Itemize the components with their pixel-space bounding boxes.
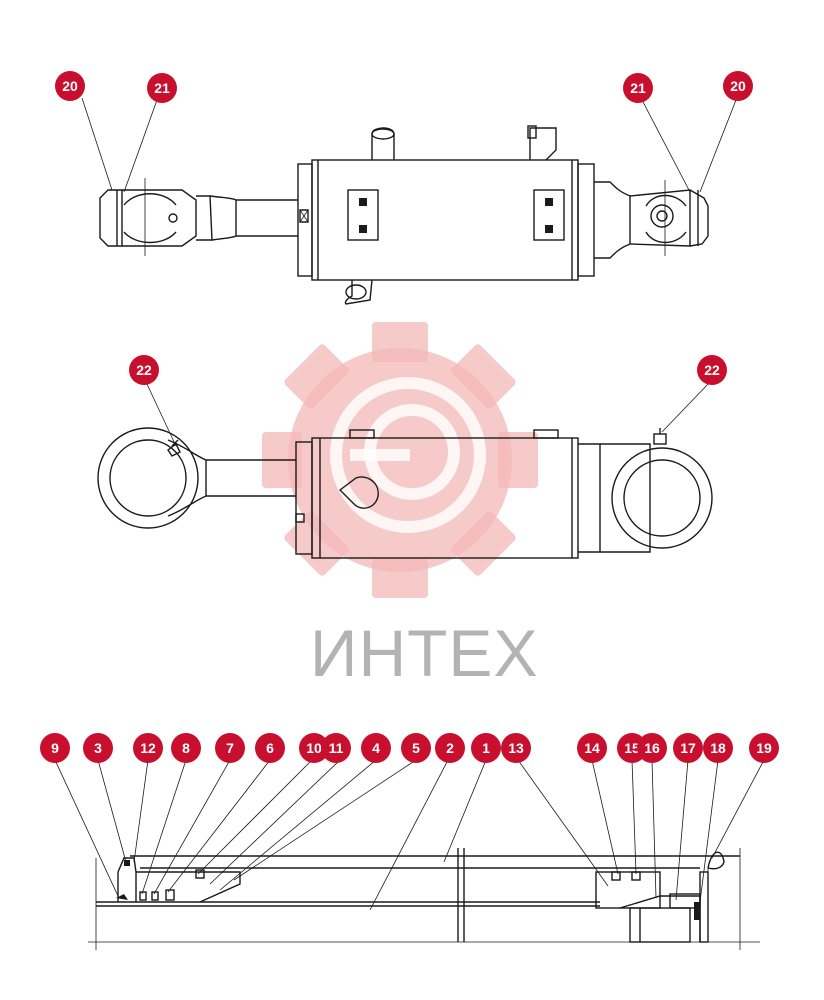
svg-text:21: 21	[154, 80, 170, 96]
callout-badge: 4	[361, 733, 391, 763]
svg-text:20: 20	[730, 78, 746, 94]
svg-text:21: 21	[630, 80, 646, 96]
svg-text:11: 11	[329, 740, 344, 756]
callout-badge: 13	[501, 733, 531, 763]
svg-text:13: 13	[508, 740, 524, 756]
svg-text:15: 15	[624, 740, 640, 756]
svg-text:17: 17	[680, 740, 696, 756]
gear-inner-swirl	[330, 377, 486, 533]
callout-badge: 11	[321, 733, 351, 763]
svg-text:5: 5	[412, 740, 420, 756]
svg-text:1: 1	[482, 740, 490, 756]
watermark-text: ИНТЕХ	[310, 616, 538, 690]
callout-badge: 10	[299, 733, 329, 763]
svg-text:10: 10	[306, 740, 322, 756]
callout-badge: 16	[637, 733, 667, 763]
svg-text:22: 22	[136, 362, 152, 378]
callout-badge: 21	[623, 73, 653, 103]
svg-text:7: 7	[226, 740, 234, 756]
svg-text:18: 18	[710, 740, 726, 756]
callout-badge: 20	[55, 71, 85, 101]
callout-badge: 5	[401, 733, 431, 763]
cylinder-top-view	[99, 125, 709, 305]
svg-text:12: 12	[140, 740, 156, 756]
callout-badge: 3	[83, 733, 113, 763]
svg-text:3: 3	[94, 740, 102, 756]
svg-text:20: 20	[62, 78, 78, 94]
callout-badge: 22	[697, 355, 727, 385]
svg-text:4: 4	[372, 740, 380, 756]
callout-badge: 12	[133, 733, 163, 763]
svg-text:14: 14	[584, 740, 600, 756]
svg-text:22: 22	[704, 362, 720, 378]
callout-leaders	[54, 97, 765, 911]
svg-text:19: 19	[756, 740, 772, 756]
callout-badge: 14	[577, 733, 607, 763]
callout-badge: 9	[40, 733, 70, 763]
callout-badge: 17	[673, 733, 703, 763]
callout-badge: 1	[471, 733, 501, 763]
callout-badge: 22	[129, 355, 159, 385]
svg-text:9: 9	[51, 740, 59, 756]
watermark-logo: ИНТЕХ	[262, 322, 538, 690]
callout-badge: 21	[147, 73, 177, 103]
callout-badge: 18	[703, 733, 733, 763]
callout-badge: 6	[255, 733, 285, 763]
cylinder-side-view	[97, 427, 713, 559]
callout-badge: 20	[723, 71, 753, 101]
callout-badge: 7	[215, 733, 245, 763]
svg-text:6: 6	[266, 740, 274, 756]
cylinder-half-section	[88, 848, 760, 950]
callout-badge: 19	[749, 733, 779, 763]
svg-text:8: 8	[182, 740, 190, 756]
callout-badge: 2	[435, 733, 465, 763]
svg-text:16: 16	[644, 740, 660, 756]
callout-badges: 20 21 21 20 22 22 9 3 12 8 7 6 10 11 4	[40, 71, 779, 763]
callout-badge: 8	[171, 733, 201, 763]
svg-text:2: 2	[446, 740, 454, 756]
